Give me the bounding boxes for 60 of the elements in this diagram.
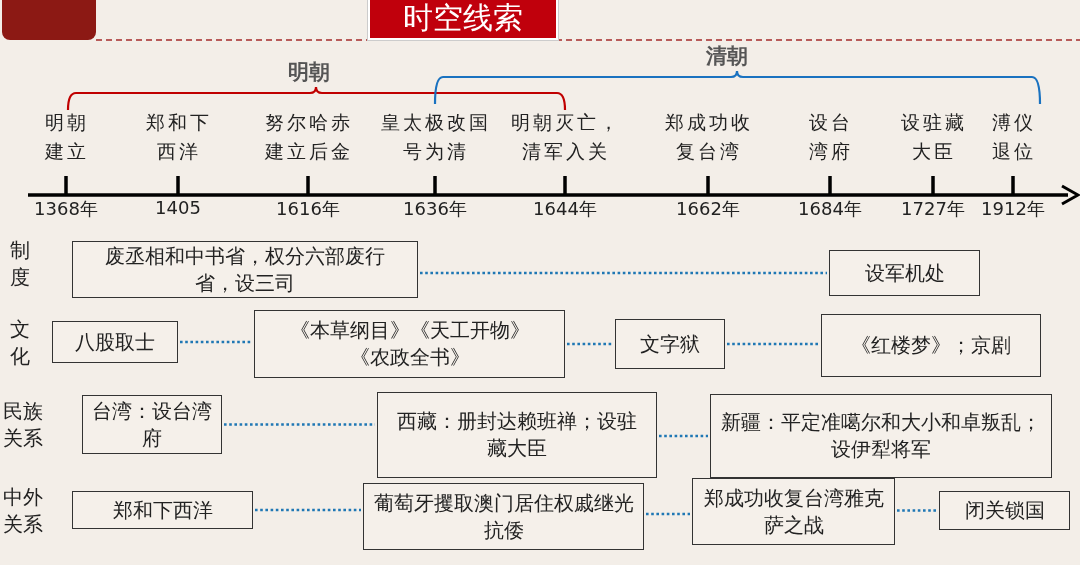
dotted-connector [646, 512, 690, 516]
year-label: 1662年 [675, 197, 741, 221]
box-text: 郑和下西洋 [112, 496, 213, 524]
event-box [821, 314, 1041, 377]
event-label: 郑和下西洋 [145, 110, 213, 164]
event-label: 皇太极改国号为清 [380, 110, 492, 164]
event-label: 设驻藏大臣 [900, 110, 968, 164]
title: 时空线索 [368, 0, 558, 40]
event-label: 明朝建立 [44, 110, 90, 164]
year-label: 1405 [154, 197, 202, 218]
year-label: 1644年 [532, 197, 598, 221]
event-box [615, 319, 725, 369]
year-label: 1912年 [980, 197, 1046, 221]
row-heading: 制度 [9, 237, 30, 291]
event-label: 溥仪退位 [991, 110, 1037, 164]
box-text: 葡萄牙攫取澳门居住权戚继光抗倭 [373, 489, 634, 544]
dotted-connector [567, 342, 613, 346]
box-text: 西藏：册封达赖班禅；设驻藏大臣 [397, 408, 637, 462]
event-box [52, 321, 178, 363]
dotted-connector [659, 434, 708, 438]
row-heading: 民族关系 [2, 398, 44, 452]
dotted-connector [224, 423, 375, 426]
year-label: 1684年 [797, 197, 863, 221]
box-text: 台湾：设台湾府 [92, 397, 212, 452]
year-label: 1616年 [275, 197, 341, 221]
box-text: 闭关锁国 [964, 497, 1045, 524]
box-text: 郑成功收复台湾雅克萨之战 [703, 484, 884, 539]
box-text: 《红楼梦》；京剧 [851, 332, 1011, 359]
box-text: 设军机处 [864, 259, 945, 287]
row-heading: 文化 [9, 316, 30, 370]
year-label: 1727年 [900, 197, 966, 221]
event-box [829, 250, 980, 296]
box-text: 废丞相和中书省，权分六部废行省，设三司 [104, 242, 386, 297]
event-box [72, 491, 253, 529]
period-label: 清朝 [706, 43, 748, 70]
event-box [710, 394, 1052, 478]
box-text: 《本草纲目》《天工开物》《农政全书》 [288, 317, 531, 371]
event-label: 郑成功收复台湾 [664, 110, 754, 164]
row-heading: 中外关系 [2, 484, 44, 538]
dotted-connector [897, 509, 937, 512]
year-label: 1368年 [33, 197, 99, 221]
box-text: 八股取士 [75, 328, 155, 356]
event-box [254, 310, 565, 378]
event-box [939, 491, 1070, 530]
event-label: 努尔哈赤建立后金 [264, 110, 354, 164]
event-box [82, 395, 222, 454]
event-label: 明朝灭亡，清军入关 [510, 110, 622, 164]
event-box [72, 241, 418, 298]
period-label: 明朝 [288, 59, 330, 86]
event-label: 设台湾府 [808, 110, 854, 164]
event-box [363, 483, 644, 550]
box-text: 新疆：平定准噶尔和大小和卓叛乱；设伊犁将军 [720, 409, 1042, 463]
year-label: 1636年 [402, 197, 468, 221]
dotted-connector [420, 271, 827, 275]
dotted-connector [255, 508, 361, 512]
dotted-connector [180, 340, 252, 344]
event-box [377, 392, 657, 478]
event-box [692, 478, 895, 545]
box-text: 文字狱 [640, 330, 700, 358]
dotted-connector [727, 342, 819, 346]
